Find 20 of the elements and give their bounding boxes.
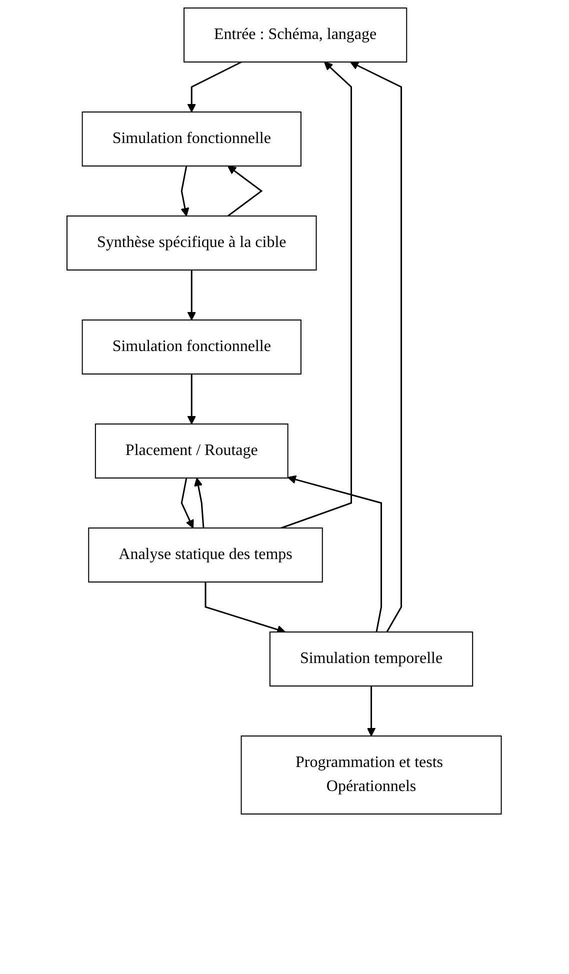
node-box: Simulation fonctionnelle [82,320,302,374]
arrow [281,62,352,529]
arrow [205,582,286,634]
node-box: Analyse statique des temps [88,528,324,582]
arrow [228,166,264,217]
arrow [350,62,402,632]
arrow [188,374,196,424]
arrow [180,166,190,216]
arrow [188,61,242,112]
arrow [181,478,194,528]
arrow [194,478,205,528]
node-box: Synthèse spécifique à la cible [66,216,318,270]
arrow [288,475,382,632]
arrow [188,270,196,320]
node-box: Simulation temporelle [270,632,474,686]
node-box: Entrée : Schéma, langage [184,8,408,62]
node-box: Simulation fonctionnelle [82,112,302,166]
node-box: Programmation et tests Opérationnels [241,736,502,814]
arrow [367,686,376,736]
node-box: Placement / Routage [95,424,289,478]
